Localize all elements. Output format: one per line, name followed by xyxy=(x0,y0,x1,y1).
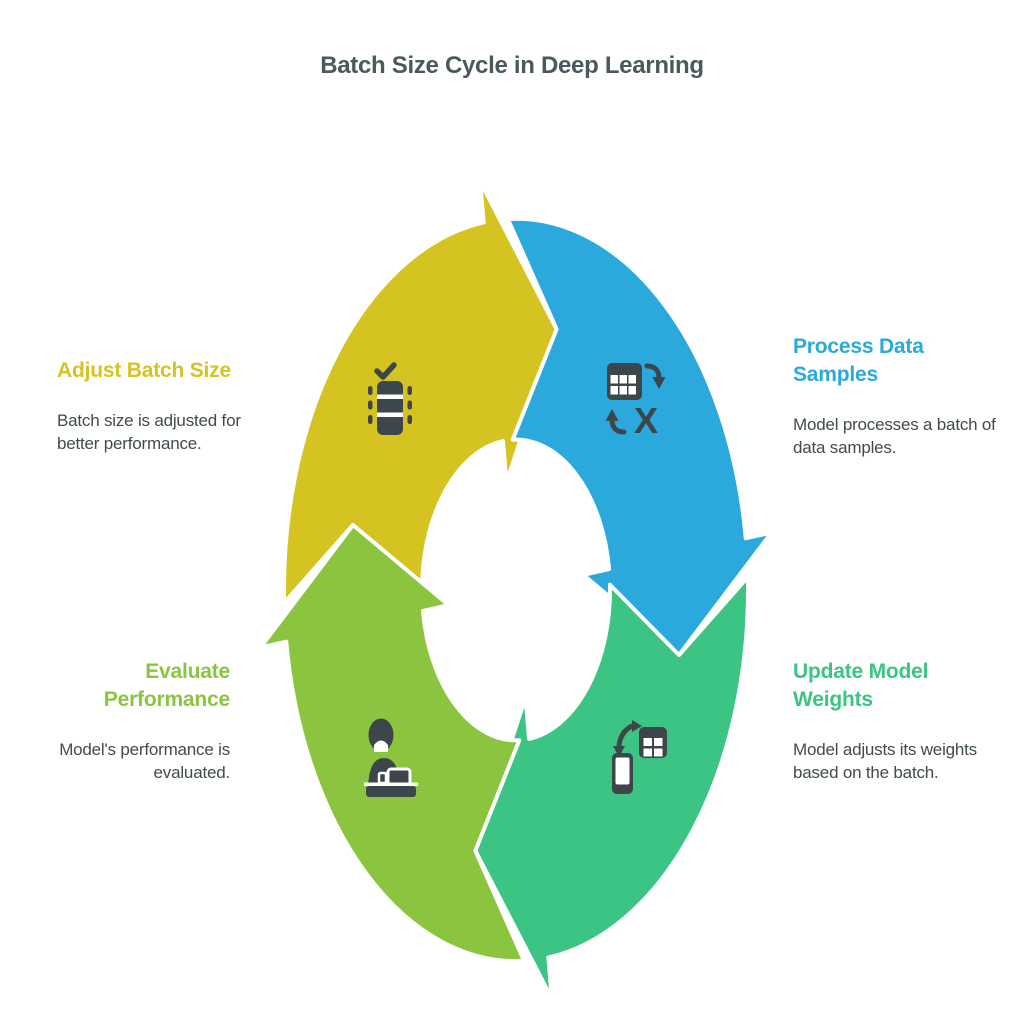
step-update-model-weights: Update Model Weights Model adjusts its w… xyxy=(793,658,1003,784)
cycle-segment-adjust-batch-size xyxy=(284,181,557,603)
cycle-segment-update-model-weights xyxy=(475,577,748,999)
step-description: Model's performance is evaluated. xyxy=(59,740,230,782)
cycle-ring xyxy=(261,181,772,999)
step-description: Batch size is adjusted for better perfor… xyxy=(57,411,241,453)
step-heading: Evaluate Performance xyxy=(103,660,230,711)
step-process-data-samples: Process Data Samples Model processes a b… xyxy=(793,333,1003,459)
device-sync-icon xyxy=(612,720,667,794)
batch-table-check-icon xyxy=(368,362,412,435)
step-heading: Update Model Weights xyxy=(793,660,929,711)
diagram-title: Batch Size Cycle in Deep Learning xyxy=(320,52,704,79)
cycle-segment-evaluate-performance xyxy=(261,525,525,961)
step-description: Model processes a batch of data samples. xyxy=(793,415,996,457)
step-adjust-batch-size: Adjust Batch Size Batch size is adjusted… xyxy=(57,357,267,455)
svg-text:X: X xyxy=(634,400,658,441)
step-heading: Adjust Batch Size xyxy=(57,359,231,382)
person-evaluating-icon xyxy=(364,718,418,797)
step-heading: Process Data Samples xyxy=(793,335,924,386)
step-evaluate-performance: Evaluate Performance Model's performance… xyxy=(20,658,230,784)
table-transform-icon: X xyxy=(605,363,666,441)
step-description: Model adjusts its weights based on the b… xyxy=(793,740,977,782)
cycle-segment-process-data-samples xyxy=(508,219,772,655)
